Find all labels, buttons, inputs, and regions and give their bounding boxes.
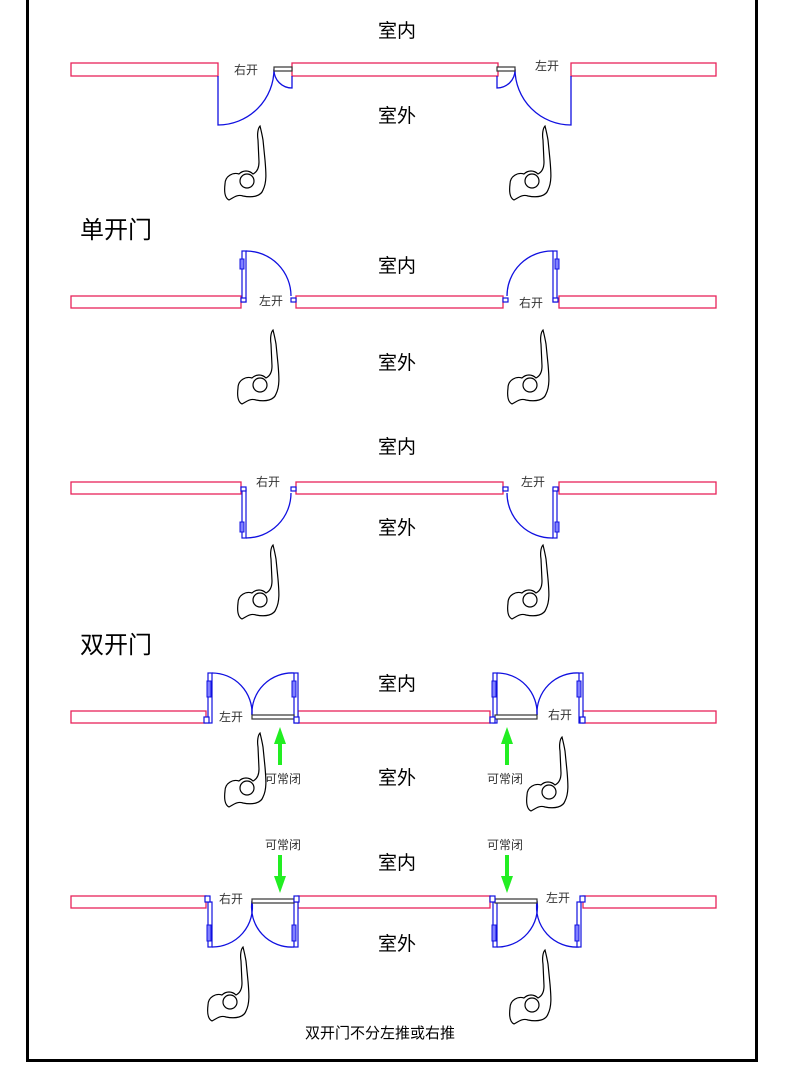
door-left-swing (502, 486, 560, 539)
wall-segment (582, 895, 717, 909)
outdoor-label: 室外 (378, 767, 416, 789)
wall-segment (70, 481, 242, 495)
section-title-double-door: 双开门 (80, 631, 152, 659)
indoor-label: 室内 (378, 436, 416, 458)
handing-label: 左开 (535, 58, 559, 73)
indoor-label: 室内 (378, 20, 416, 42)
double-door-right (489, 895, 586, 948)
handing-label: 左开 (259, 293, 283, 308)
handing-label: 左开 (546, 890, 570, 905)
wall-segment (570, 62, 717, 77)
wall-segment (291, 62, 499, 77)
arrow-down-icon (501, 855, 513, 893)
wall-segment (582, 710, 717, 724)
wall-segment (295, 295, 504, 309)
door-left-swing (496, 66, 572, 126)
wall-segment (70, 62, 219, 77)
door-right-swing (239, 486, 297, 539)
double-door-left (204, 895, 300, 948)
person-icon (237, 544, 280, 620)
section-title-single-door: 单开门 (80, 216, 152, 244)
arrow-down-icon (274, 855, 286, 893)
indoor-label: 室内 (378, 852, 416, 874)
handing-label: 右开 (234, 62, 258, 77)
row-1: 室内 室外 右开 左开 (70, 20, 717, 201)
person-icon (526, 736, 569, 812)
normally-closed-note: 可常闭 (265, 838, 301, 852)
person-icon (509, 949, 552, 1025)
handing-label: 右开 (519, 295, 543, 310)
person-icon (507, 544, 550, 620)
door-right-swing (217, 66, 293, 126)
double-door-left (203, 672, 300, 724)
person-icon (509, 125, 552, 201)
arrow-up-icon (274, 727, 286, 765)
row-2: 室内 室外 左开 右开 (70, 250, 717, 405)
handing-label: 左开 (219, 709, 243, 724)
wall-segment (297, 710, 491, 724)
door-right-swing (502, 250, 560, 303)
row-3: 室内 室外 右开 左开 (70, 436, 717, 620)
footer-caption: 双开门不分左推或右推 (305, 1024, 455, 1042)
wall-segment (558, 481, 717, 495)
row-5: 可常闭 可常闭 室内 室外 右开 (70, 838, 717, 1025)
normally-closed-note: 可常闭 (487, 838, 523, 852)
wall-segment (295, 481, 504, 495)
diagram-frame (26, 0, 758, 1062)
wall-segment (70, 295, 242, 309)
row-4: 室内 室外 左开 可常闭 (70, 672, 717, 812)
double-door-right (489, 672, 586, 724)
outdoor-label: 室外 (378, 933, 416, 955)
door-left-swing (239, 250, 297, 303)
handing-label: 右开 (548, 707, 572, 722)
handing-label: 右开 (219, 891, 243, 906)
indoor-label: 室内 (378, 673, 416, 695)
arrow-up-icon (501, 727, 513, 765)
wall-segment (297, 895, 491, 909)
outdoor-label: 室外 (378, 517, 416, 539)
normally-closed-note: 可常闭 (265, 772, 301, 786)
outdoor-label: 室外 (378, 105, 416, 127)
handing-label: 右开 (256, 474, 280, 489)
person-icon (224, 732, 267, 808)
person-icon (224, 125, 267, 201)
person-icon (237, 329, 280, 405)
normally-closed-note: 可常闭 (487, 772, 523, 786)
outdoor-label: 室外 (378, 352, 416, 374)
wall-segment (70, 895, 207, 909)
handing-label: 左开 (521, 474, 545, 489)
person-icon (207, 946, 250, 1022)
indoor-label: 室内 (378, 255, 416, 277)
wall-segment (70, 710, 207, 724)
person-icon (507, 329, 550, 405)
wall-segment (558, 295, 717, 309)
